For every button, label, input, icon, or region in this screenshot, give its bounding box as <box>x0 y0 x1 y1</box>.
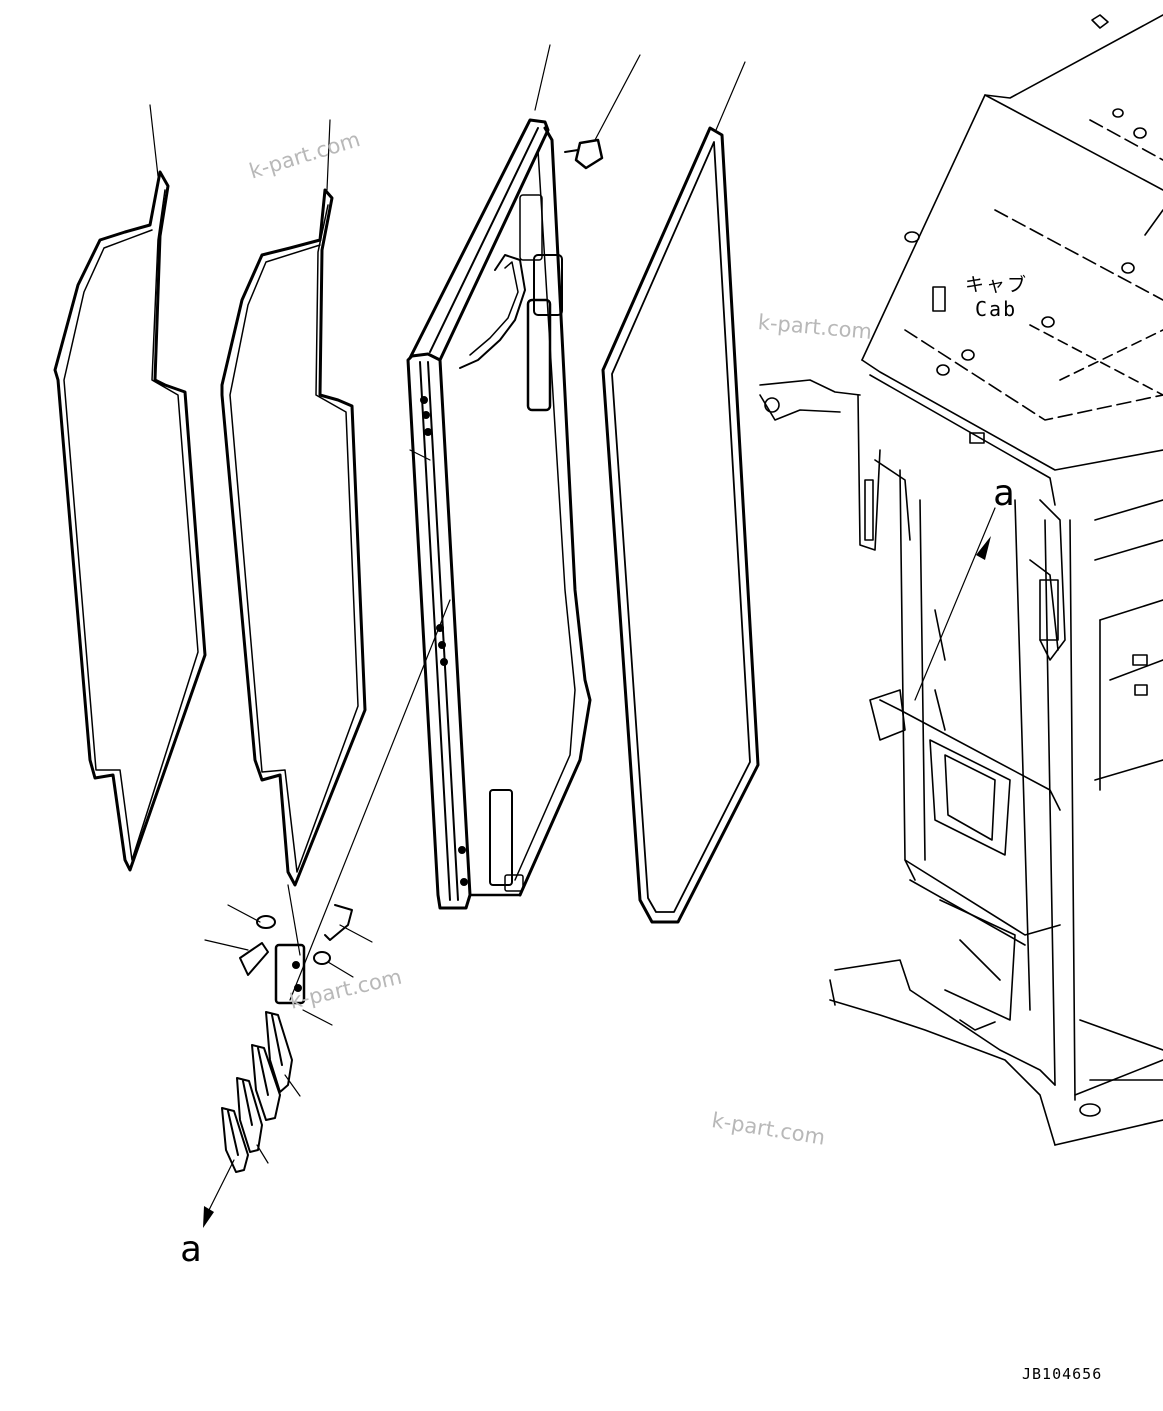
cab-frame <box>759 14 1163 1146</box>
glass-panel-inner <box>220 119 367 887</box>
glass-panel-outer <box>53 104 207 872</box>
cab-label-english: Cab <box>975 297 1018 321</box>
window-frame <box>406 44 592 910</box>
shim-stack <box>221 1011 301 1173</box>
hinge-assembly <box>204 904 373 1026</box>
reference-leaders <box>203 449 996 1228</box>
drawing-code: JB104656 <box>1022 1365 1103 1383</box>
window-seal <box>601 61 760 924</box>
knob-part <box>564 54 641 170</box>
cab-label-japanese: キャブ <box>965 274 1029 296</box>
reference-a-upper: a <box>993 473 1015 514</box>
reference-a-lower: a <box>180 1229 202 1270</box>
